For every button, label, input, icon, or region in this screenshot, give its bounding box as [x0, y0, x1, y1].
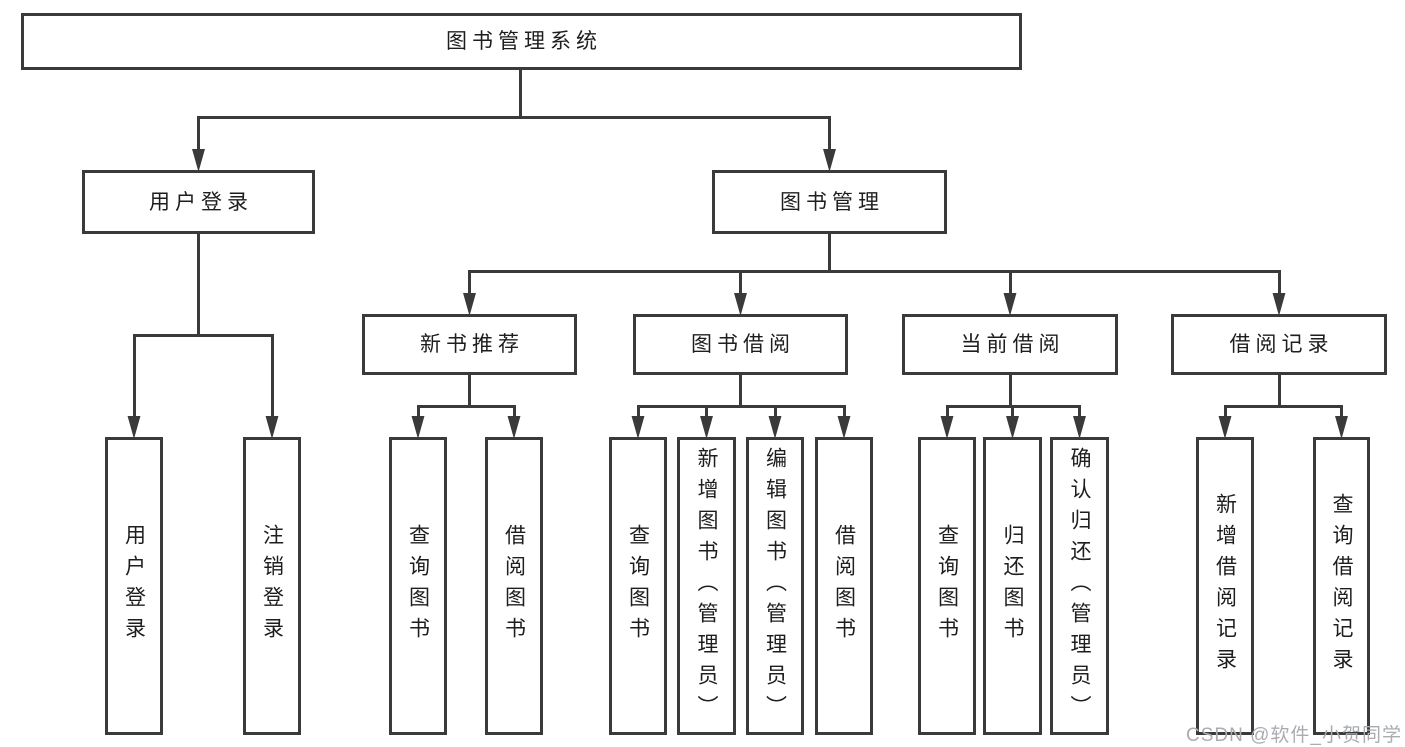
arrow-down-icon	[411, 416, 425, 439]
connector-hline	[197, 115, 831, 119]
connector-vline	[270, 335, 274, 431]
node-borrow-records: 借阅记录	[1171, 314, 1387, 375]
node-current-borrow-label: 当前借阅	[960, 333, 1065, 356]
connector-vline	[739, 375, 742, 406]
leaf-query-books-borrow-label: 查询图书	[626, 524, 650, 648]
leaf-edit-books-admin-label: 编辑图书（管理员）	[763, 446, 787, 726]
connector-vline	[1277, 271, 1281, 308]
leaf-confirm-return-admin: 确认归还（管理员）	[1050, 437, 1109, 735]
leaf-add-borrow-record-label: 新增借阅记录	[1213, 493, 1237, 679]
connector-vline	[197, 117, 200, 164]
leaf-query-borrow-record-label: 查询借阅记录	[1330, 493, 1353, 679]
connector-vline	[1008, 375, 1012, 406]
connector-vline	[739, 271, 742, 308]
leaf-user-login-label: 用户登录	[122, 524, 146, 648]
leaf-query-books-recommend: 查询图书	[389, 437, 447, 735]
leaf-return-books: 归还图书	[983, 437, 1042, 735]
leaf-add-books-admin-label: 新增图书（管理员）	[695, 446, 718, 726]
connector-vline	[828, 117, 831, 164]
leaf-logout-label: 注销登录	[260, 524, 284, 648]
connector-vline	[197, 234, 200, 335]
leaf-query-borrow-record: 查询借阅记录	[1313, 437, 1370, 735]
arrow-down-icon	[1006, 416, 1019, 439]
leaf-logout: 注销登录	[243, 437, 301, 735]
connector-hline	[132, 333, 274, 337]
node-root: 图书管理系统	[21, 13, 1022, 70]
arrow-down-icon	[127, 416, 141, 439]
node-new-book-recommend-label: 新书推荐	[420, 333, 524, 356]
arrow-down-icon	[1003, 293, 1017, 316]
leaf-borrow-books-recommend-label: 借阅图书	[502, 524, 526, 648]
connector-vline	[468, 271, 471, 308]
connector-hline	[416, 404, 516, 408]
arrow-down-icon	[507, 416, 521, 439]
connector-hline	[636, 404, 846, 408]
arrow-down-icon	[1073, 416, 1086, 439]
leaf-query-books-current: 查询图书	[918, 437, 976, 735]
leaf-query-books-current-label: 查询图书	[935, 524, 959, 648]
node-new-book-recommend: 新书推荐	[362, 314, 577, 375]
connector-hline	[945, 404, 1081, 408]
leaf-query-books-borrow: 查询图书	[609, 437, 667, 735]
node-borrow-records-label: 借阅记录	[1229, 333, 1334, 356]
arrow-down-icon	[823, 149, 836, 172]
connector-vline	[1277, 375, 1281, 406]
watermark: CSDN @软件_小贺同学	[1186, 725, 1402, 746]
arrow-down-icon	[631, 416, 645, 439]
leaf-query-books-recommend-label: 查询图书	[406, 524, 430, 648]
node-book-management: 图书管理	[712, 170, 947, 234]
leaf-edit-books-admin: 编辑图书（管理员）	[746, 437, 804, 735]
node-book-borrow-label: 图书借阅	[691, 333, 795, 356]
node-current-borrow: 当前借阅	[902, 314, 1118, 375]
arrow-down-icon	[1335, 416, 1348, 439]
leaf-confirm-return-admin-label: 确认归还（管理员）	[1068, 446, 1091, 726]
node-book-management-label: 图书管理	[780, 190, 884, 214]
arrow-down-icon	[700, 416, 713, 439]
leaf-return-books-label: 归还图书	[1001, 524, 1024, 648]
arrow-down-icon	[463, 293, 476, 316]
arrow-down-icon	[837, 416, 851, 439]
node-book-borrow: 图书借阅	[633, 314, 848, 375]
connector-vline	[1008, 271, 1012, 308]
leaf-borrow-books: 借阅图书	[815, 437, 873, 735]
node-user-login-label: 用户登录	[149, 190, 253, 214]
arrow-down-icon	[265, 416, 279, 439]
connector-vline	[828, 234, 831, 271]
connector-vline	[132, 335, 136, 431]
arrow-down-icon	[734, 293, 747, 316]
arrow-down-icon	[1218, 416, 1232, 439]
connector-vline	[468, 375, 471, 406]
arrow-down-icon	[768, 416, 782, 439]
arrow-down-icon	[940, 416, 954, 439]
arrow-down-icon	[1272, 293, 1286, 316]
leaf-add-books-admin: 新增图书（管理员）	[677, 437, 736, 735]
leaf-add-borrow-record: 新增借阅记录	[1196, 437, 1254, 735]
node-user-login: 用户登录	[82, 170, 315, 234]
connector-vline	[518, 70, 522, 117]
node-root-label: 图书管理系统	[446, 30, 602, 53]
arrow-down-icon	[192, 149, 205, 172]
connector-hline	[468, 269, 1281, 273]
leaf-user-login: 用户登录	[105, 437, 163, 735]
connector-hline	[1223, 404, 1343, 408]
leaf-borrow-books-label: 借阅图书	[832, 524, 856, 648]
leaf-borrow-books-recommend: 借阅图书	[485, 437, 543, 735]
